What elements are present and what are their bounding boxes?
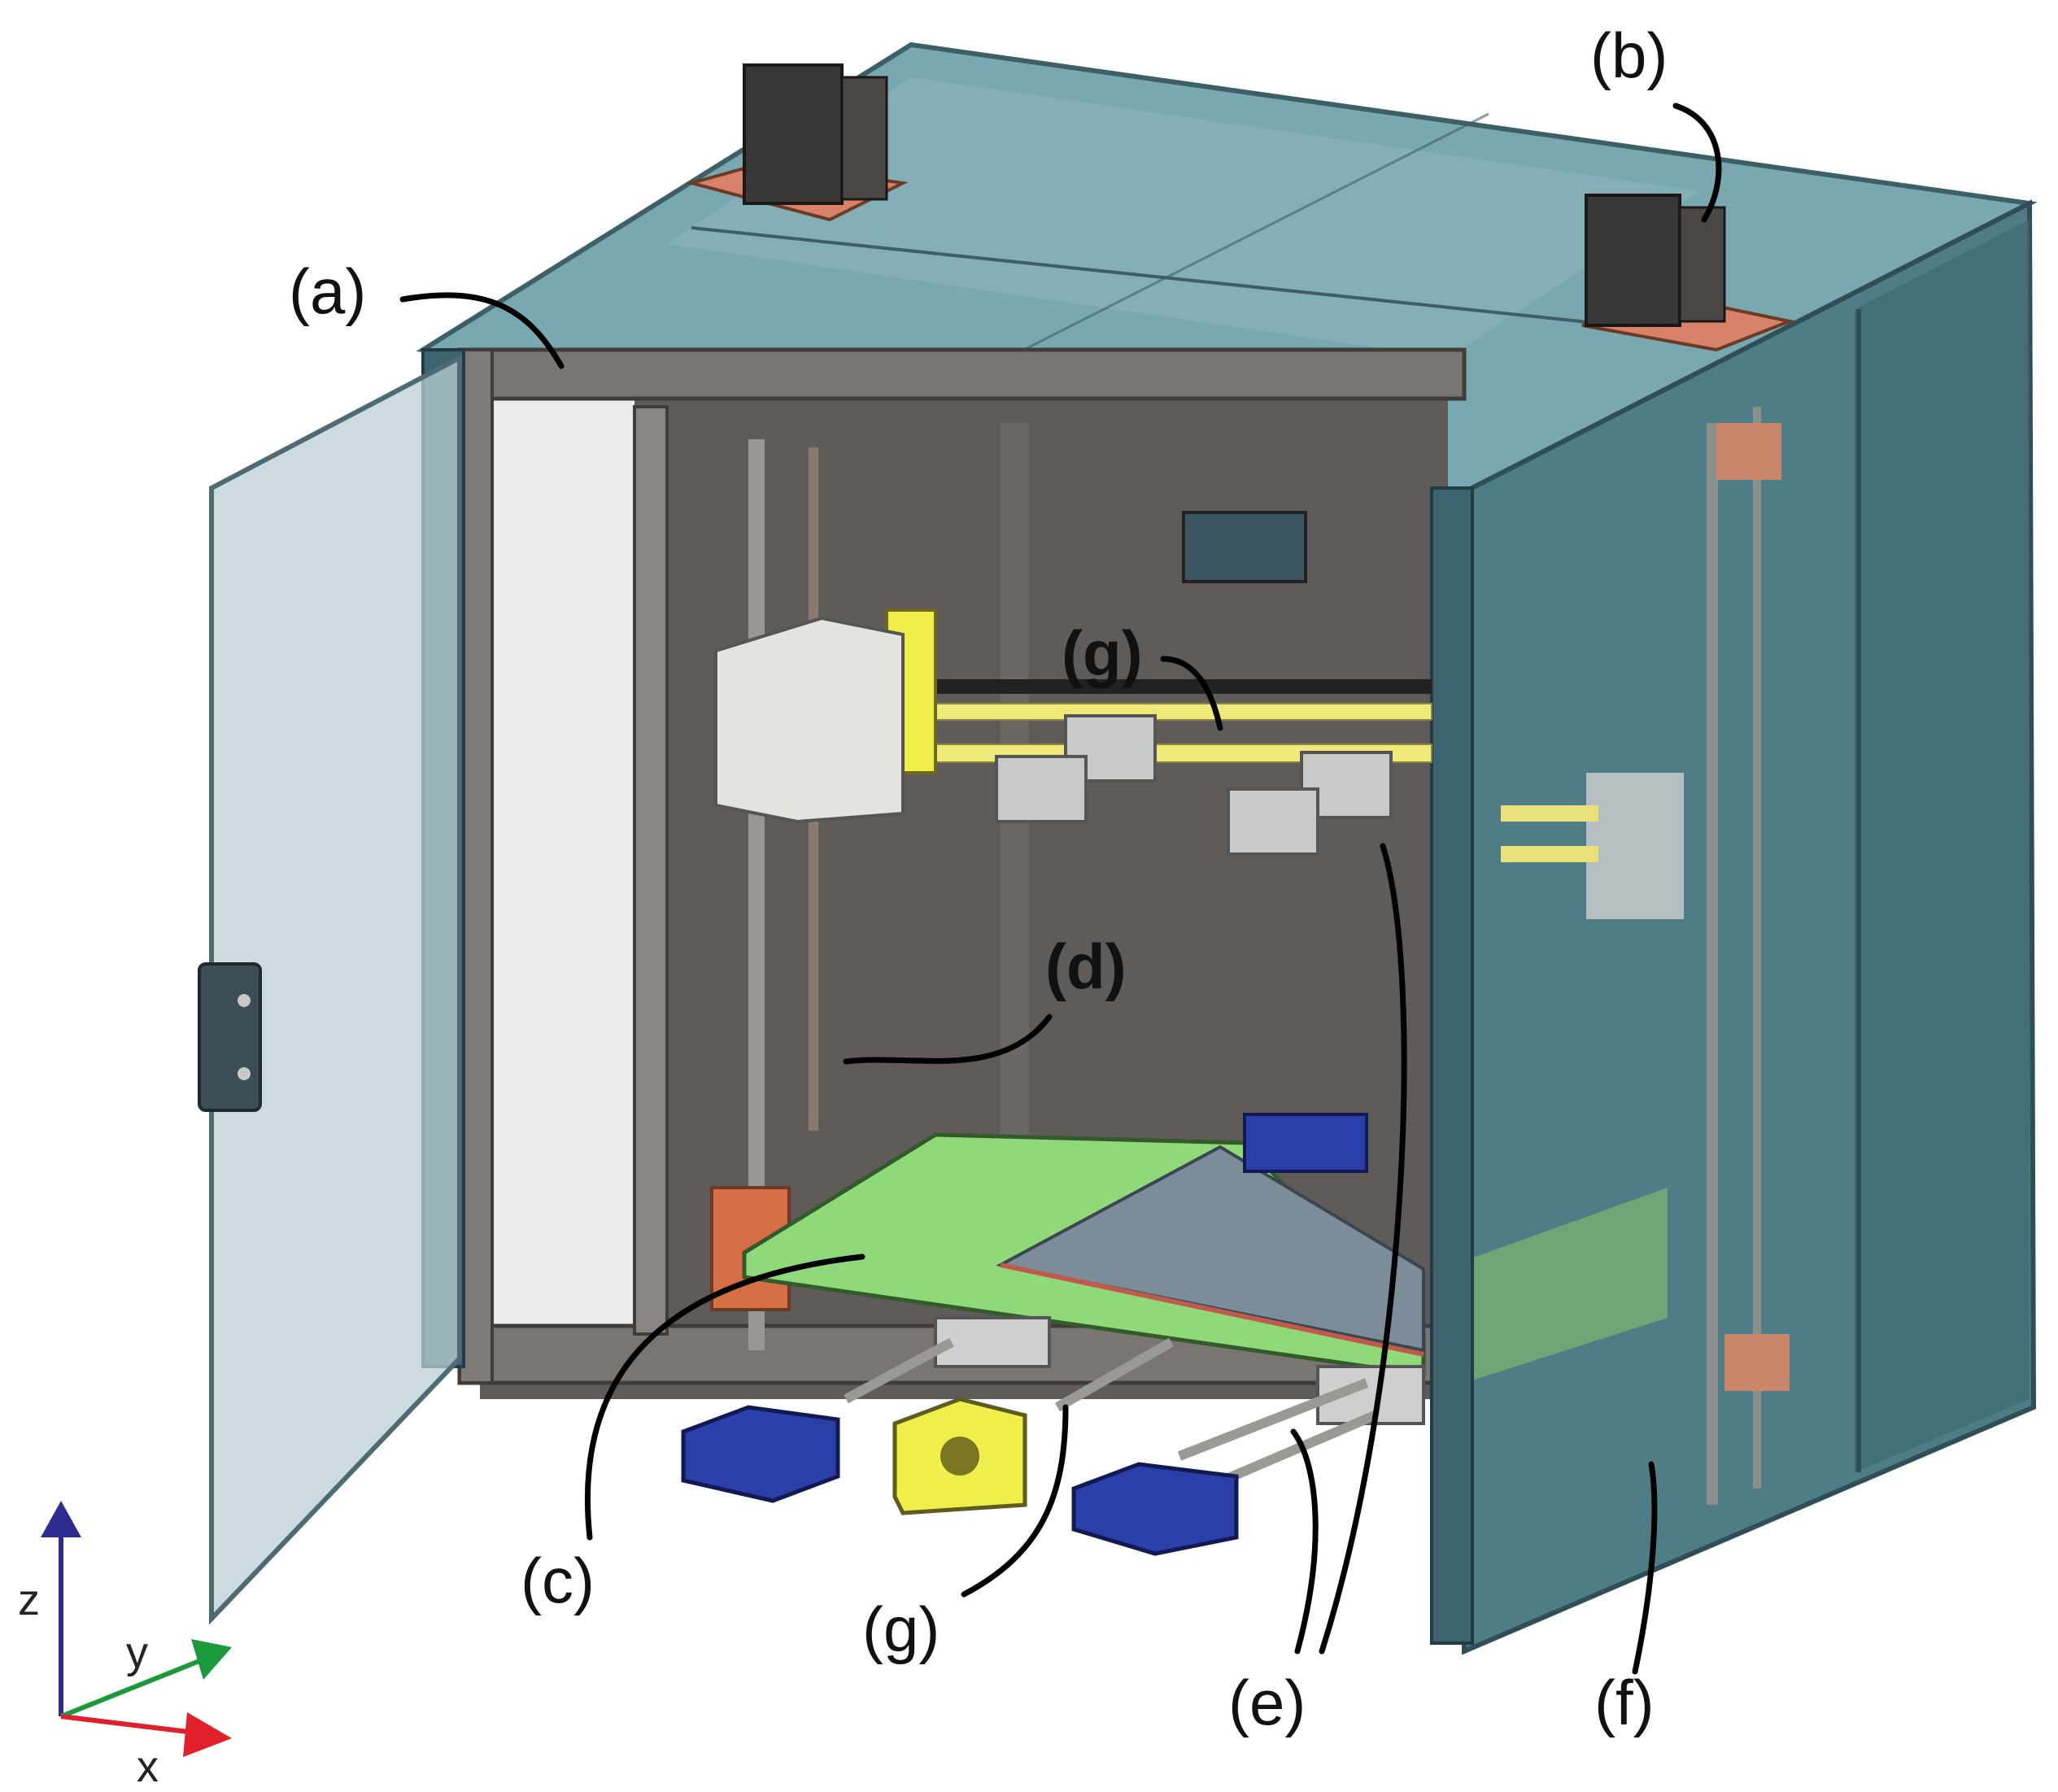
left-interior-light <box>480 399 634 1358</box>
label-a: (a) <box>289 255 366 327</box>
motor-right <box>1585 194 1681 327</box>
label-c: (c) <box>521 1545 595 1616</box>
axis-x-label: x <box>137 1742 159 1791</box>
blue-block-left <box>681 1405 840 1503</box>
leader-b <box>1672 102 1722 223</box>
leader-f <box>1632 1461 1658 1675</box>
label-b: (b) <box>1590 20 1668 91</box>
leader-lines <box>399 102 1722 1675</box>
side-bed-edge <box>1464 1188 1668 1383</box>
blue-block-back <box>1243 1113 1368 1173</box>
side-rod-2 <box>1501 846 1598 862</box>
build-surface-edge <box>1000 1262 1424 1357</box>
print-head-block <box>714 616 905 824</box>
build-surface <box>996 1145 1425 1353</box>
motor-right-side <box>1678 206 1726 323</box>
axis-x-line <box>60 1714 196 1735</box>
axis-y-arrowhead <box>191 1639 232 1680</box>
axis-z-label: z <box>18 1576 40 1624</box>
belt-rod <box>911 679 1432 694</box>
lid-seam-2 <box>959 112 1489 384</box>
side-bracket-bottom <box>1724 1334 1790 1391</box>
label-g-bottom: (g) <box>862 1594 940 1665</box>
back-wall-bracket <box>1182 511 1307 583</box>
leader-c <box>584 1254 865 1541</box>
label-g-top: (g) <box>1062 617 1143 689</box>
left-inner-post <box>633 405 669 1336</box>
coordinate-axes: z y x <box>18 1501 232 1791</box>
side-rod-1 <box>1501 805 1598 822</box>
axis-z-arrowhead <box>41 1501 81 1537</box>
motor-left <box>743 63 844 205</box>
leader-e-1 <box>1290 1428 1319 1655</box>
right-back-panel <box>1855 220 2030 1472</box>
door-handle <box>198 962 262 1112</box>
print-head-assembly <box>714 608 1432 856</box>
leader-g-bottom <box>961 1404 1069 1598</box>
bed-assembly <box>742 1132 1426 1425</box>
leader-d <box>843 1014 1053 1065</box>
top-beam <box>457 347 1467 401</box>
lid-seam <box>691 226 1620 327</box>
bearing-1 <box>1064 714 1157 783</box>
bearing-2 <box>995 755 1088 823</box>
side-carriage <box>1586 773 1684 919</box>
y-rod-3 <box>1177 1378 1369 1461</box>
bottom-y-axis <box>681 1113 1377 1556</box>
side-bracket-top <box>1716 423 1781 480</box>
motors <box>685 63 1796 352</box>
axis-x-arrowhead <box>183 1712 232 1757</box>
right-front-post <box>1430 486 1474 1645</box>
y-rod-1 <box>844 1337 954 1404</box>
top-lid-inner-panel <box>667 77 1700 358</box>
door-handle-screw-2 <box>238 1067 251 1080</box>
y-rod-2 <box>1055 1337 1174 1412</box>
leader-g-top <box>1160 656 1223 731</box>
axis-y-line <box>59 1657 205 1719</box>
leader-e-2 <box>1319 843 1407 1655</box>
leader-a <box>399 292 565 369</box>
right-side-panel <box>1453 199 2037 1655</box>
label-f: (f) <box>1594 1667 1655 1738</box>
labels: (a) (b) (c) (d) (e) (f) (g) (g) <box>289 20 1668 1738</box>
door-handle-screw-1 <box>238 994 251 1007</box>
label-d: (d) <box>1045 931 1127 1002</box>
bearing-4 <box>1227 787 1319 856</box>
label-e: (e) <box>1228 1667 1306 1738</box>
yellow-block-hole <box>940 1437 979 1476</box>
motor-left-side <box>840 76 888 201</box>
front-door <box>198 354 462 1625</box>
door-glass <box>209 354 462 1625</box>
axis-y-label: y <box>126 1628 148 1677</box>
bed-bearing-1 <box>934 1316 1051 1368</box>
blue-block-right <box>1071 1462 1239 1556</box>
